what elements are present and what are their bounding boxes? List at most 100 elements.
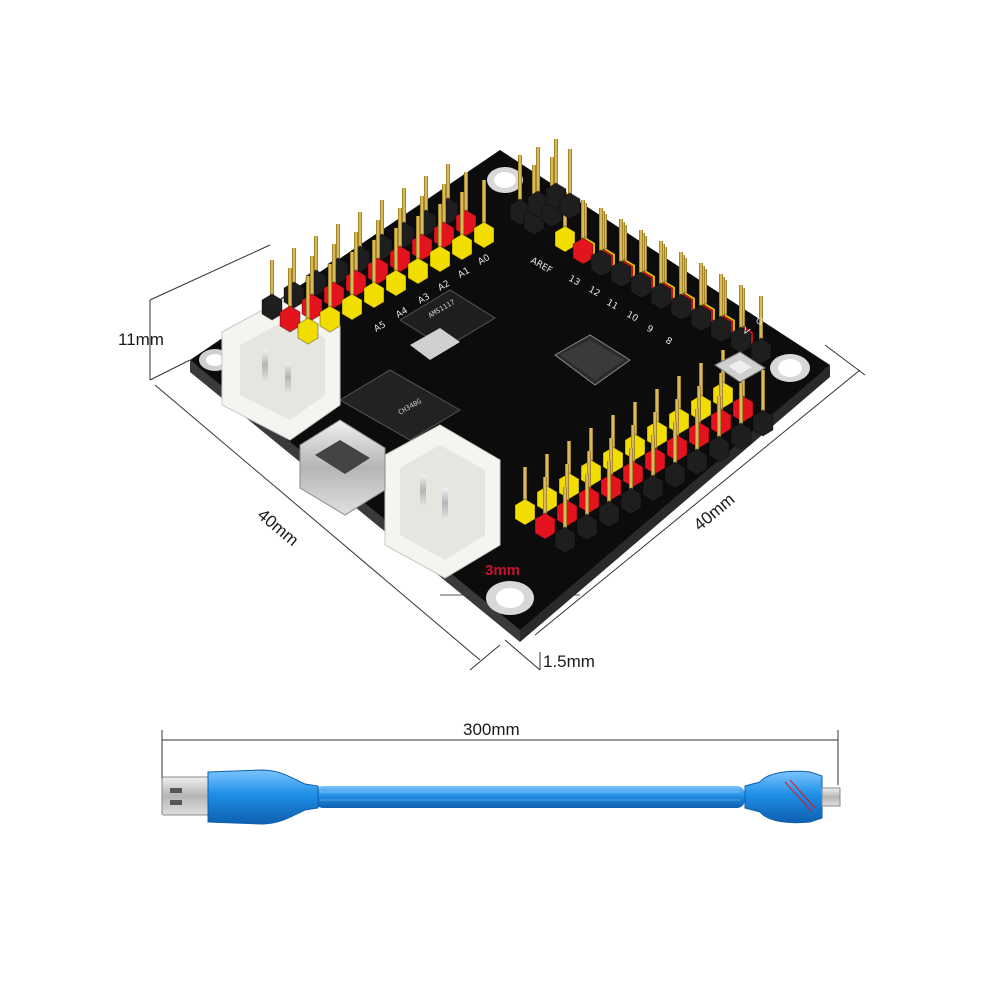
- header-pin: [697, 386, 701, 428]
- header-pin: [699, 363, 703, 401]
- header-housing: [297, 317, 319, 345]
- header-housing: [429, 245, 451, 273]
- icsp-housing: [559, 192, 581, 220]
- header-pin: [611, 415, 615, 453]
- header-housing: [279, 305, 301, 333]
- header-pin: [350, 252, 354, 300]
- header-housing: [323, 281, 345, 309]
- header-housing: [686, 448, 708, 476]
- header-pin: [543, 477, 547, 519]
- thickness-dimension-label: 1.5mm: [543, 652, 595, 671]
- header-housing: [598, 500, 620, 528]
- header-pin: [306, 276, 310, 324]
- header-pin: [358, 212, 362, 252]
- header-pin: [442, 184, 446, 228]
- pin-label: 8: [664, 336, 674, 348]
- header-pin: [460, 192, 464, 240]
- header-pin: [717, 396, 721, 442]
- mounting-holes: [199, 167, 810, 615]
- header-pin: [677, 376, 681, 414]
- pin-headers: [261, 139, 774, 554]
- header-housing: [407, 257, 429, 285]
- icsp-pin: [554, 139, 558, 189]
- header-pin: [288, 268, 292, 312]
- connector-right: [384, 424, 501, 579]
- header-pin: [354, 232, 358, 276]
- header-pin: [587, 451, 591, 493]
- icsp-pin: [518, 155, 522, 205]
- header-pin: [653, 412, 657, 454]
- header-housing: [341, 293, 363, 321]
- header-pin: [675, 399, 679, 441]
- header-housing: [752, 409, 774, 437]
- header-housing: [319, 305, 341, 333]
- header-pin: [639, 230, 643, 278]
- header-housing: [514, 498, 536, 526]
- header-pin: [741, 360, 745, 402]
- header-pin: [372, 240, 376, 288]
- header-housing: [708, 435, 730, 463]
- header-pin: [739, 285, 743, 333]
- header-housing: [554, 225, 576, 253]
- header-housing: [473, 221, 495, 249]
- icsp-pin: [550, 157, 554, 207]
- header-pin: [292, 248, 296, 288]
- header-pin: [328, 264, 332, 312]
- header-pin: [270, 260, 274, 300]
- header-pin: [633, 402, 637, 440]
- micro-usb-plug: [821, 787, 841, 807]
- usb-a-housing: [207, 769, 319, 825]
- header-pin: [332, 244, 336, 288]
- header-housing: [367, 257, 389, 285]
- usb-driver-chip: CH340G: [339, 369, 461, 441]
- header-housing: [534, 512, 556, 540]
- header-pin: [424, 176, 428, 216]
- header-pin: [545, 454, 549, 492]
- header-pin: [380, 200, 384, 240]
- connector-left: [221, 294, 341, 441]
- header-pin: [607, 461, 611, 507]
- icsp-pin: [536, 147, 540, 197]
- header-housing: [389, 245, 411, 273]
- header-pin: [659, 241, 663, 289]
- header-housing: [642, 474, 664, 502]
- header-pin: [420, 196, 424, 240]
- header-housing: [283, 281, 305, 309]
- hole-dimension-label: 3mm: [485, 562, 521, 579]
- header-pin: [376, 220, 380, 264]
- header-pin: [398, 208, 402, 252]
- icsp-pin: [568, 149, 572, 199]
- header-pin: [585, 474, 589, 520]
- cable-length-label: 300mm: [463, 720, 520, 739]
- pin-label: 9: [645, 324, 655, 336]
- header-housing: [301, 293, 323, 321]
- header-pin: [336, 224, 340, 264]
- header-pin: [695, 409, 699, 455]
- pin-label: 11: [605, 298, 620, 312]
- header-pin: [565, 464, 569, 506]
- header-housing: [590, 249, 612, 277]
- header-pin: [394, 228, 398, 276]
- header-pin: [759, 296, 763, 344]
- microcontroller-chip: [554, 334, 631, 386]
- header-pin: [438, 204, 442, 252]
- header-pin: [310, 256, 314, 300]
- header-housing: [411, 233, 433, 261]
- reset-button: [714, 351, 766, 383]
- header-pin: [719, 373, 723, 415]
- header-pin: [446, 164, 450, 204]
- usb-a-plug: [161, 776, 211, 816]
- header-pin: [482, 180, 486, 228]
- header-housing: [385, 269, 407, 297]
- header-pin: [619, 219, 623, 267]
- header-pin: [719, 274, 723, 322]
- header-housing: [572, 237, 594, 265]
- header-pin: [699, 263, 703, 311]
- header-pin: [402, 188, 406, 228]
- micro-usb-port: [299, 419, 386, 516]
- header-housing: [730, 422, 752, 450]
- pin-label: V: [741, 326, 752, 338]
- pin-label: G: [754, 316, 765, 328]
- header-pin: [464, 172, 468, 216]
